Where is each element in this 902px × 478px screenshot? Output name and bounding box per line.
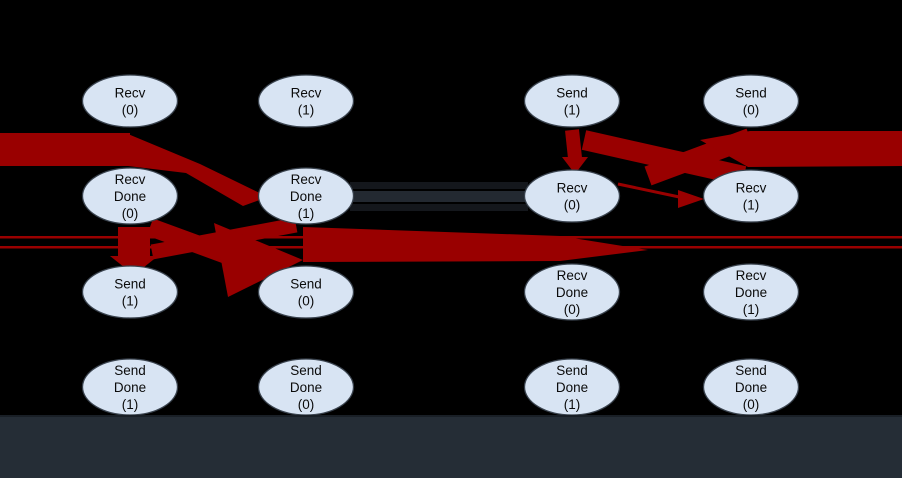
node-recv-done-0-a <box>81 167 179 225</box>
edge-band-left-taper <box>128 134 268 206</box>
edge-diag-send-1b-recv-1b <box>581 130 747 186</box>
node-send-1-a <box>81 265 179 319</box>
edge-band-right-out <box>700 131 902 167</box>
node-label-recv-1-a: Recv(1) <box>291 85 322 117</box>
node-recv-done-1-b <box>702 263 800 321</box>
node-label-recv-0-b: Recv(0) <box>557 180 588 212</box>
faint-edge-streak <box>350 204 528 211</box>
node-recv-1-b <box>702 169 800 223</box>
edge-band-left-in <box>0 133 130 166</box>
node-recv-1-a <box>257 74 355 128</box>
node-label-recv-1-b: Recv(1) <box>736 180 767 212</box>
faint-edge-streak <box>350 191 528 202</box>
node-recv-done-1-a <box>257 167 355 225</box>
node-label-send-0-a: Send(0) <box>290 276 322 308</box>
node-send-0-a <box>257 265 355 319</box>
edge-thin-into-recv-1b <box>617 182 685 200</box>
node-label-send-1-b: Send(1) <box>556 85 588 117</box>
edge-band-mid <box>303 227 648 262</box>
node-recv-done-0-b <box>523 263 621 321</box>
node-recv-0-a <box>81 74 179 128</box>
faint-edge-streak <box>350 182 528 189</box>
node-send-0-b <box>702 74 800 128</box>
edge-stub-send-1b-head <box>562 157 588 174</box>
edge-head-into-recv-1b <box>678 190 704 208</box>
node-label-send-1-a: Send(1) <box>114 276 146 308</box>
node-recv-0-b <box>523 169 621 223</box>
node-label-send-0-b: Send(0) <box>735 85 767 117</box>
edge-stub-send-1b-shaft <box>565 129 582 159</box>
node-send-1-b <box>523 74 621 128</box>
edge-bighead-into-send-0a <box>214 223 303 297</box>
edge-arrow-into-send-1a-shaft <box>118 227 150 256</box>
bottom-bar <box>0 415 902 478</box>
node-label-recv-0-a: Recv(0) <box>115 85 146 117</box>
